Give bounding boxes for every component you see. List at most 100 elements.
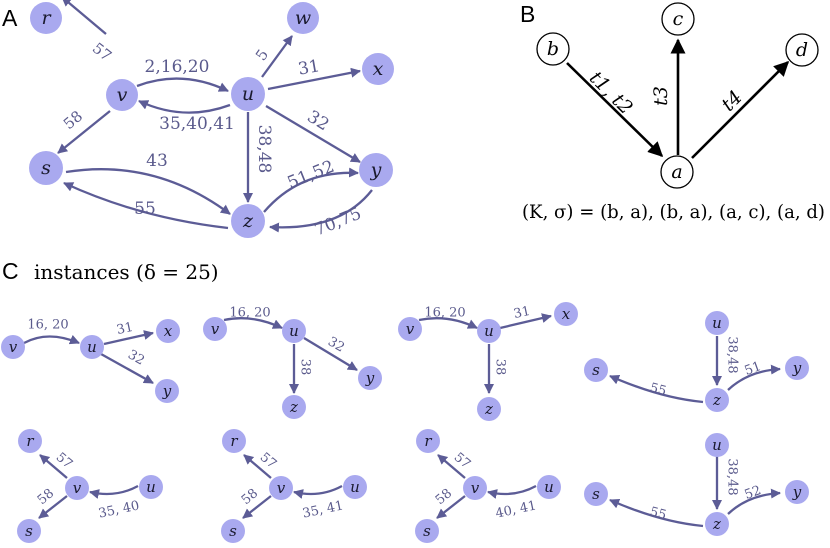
- edge-label-v-u: 2,16,20: [145, 57, 210, 77]
- edge: [223, 317, 283, 330]
- edge-label: 55: [648, 505, 668, 524]
- node: [282, 395, 306, 419]
- node-label: u: [484, 322, 494, 340]
- node-label: v: [211, 320, 220, 338]
- edge: [39, 454, 68, 479]
- edge-z-s: [63, 181, 229, 230]
- panel-a-edge-labels: 57 2,16,20 5 31 35,40,41 58 32 38,48 43 …: [60, 39, 364, 240]
- node: [785, 356, 809, 380]
- edge-label: 38: [493, 359, 508, 376]
- edge-label-u-z: 38,48: [254, 125, 274, 174]
- panel-b-nodes: b c d a: [536, 2, 819, 189]
- panel-a: A 57 2,16,20 5 31 35,40,41 58 32 38,48 4…: [2, 0, 394, 240]
- node-v: [106, 79, 138, 111]
- node-label: u: [289, 322, 299, 340]
- node-a: [660, 155, 694, 189]
- edge-label: 32: [125, 347, 147, 368]
- node: [18, 429, 42, 453]
- node-label: s: [423, 522, 431, 540]
- node-u: [231, 77, 265, 111]
- instance-3: 16, 20 31 38 v u x z: [398, 302, 578, 421]
- node: [477, 319, 501, 343]
- node-y: [359, 153, 393, 187]
- panel-c: C instances (δ = 25) 16, 20 31 32 v u x …: [1, 258, 809, 543]
- node: [65, 476, 89, 500]
- panel-a-letter: A: [2, 5, 18, 31]
- edge-label-a-d: t4: [717, 86, 747, 116]
- edge: [293, 484, 343, 499]
- edge: [487, 484, 537, 499]
- edge-u-v: [138, 99, 231, 114]
- edge: [609, 498, 704, 528]
- edge: [437, 454, 466, 479]
- node-label: u: [146, 478, 156, 496]
- instance-2: 16, 20 32 38 v u y z: [203, 306, 382, 419]
- node-label: v: [471, 479, 480, 497]
- node-label: s: [592, 361, 600, 379]
- node-c: [661, 2, 695, 36]
- panel-b-edges: [566, 38, 790, 159]
- edge-label-v-r: 57: [89, 39, 115, 65]
- node-label-b: b: [547, 38, 559, 60]
- node-label: y: [162, 382, 172, 400]
- edge-label: 38: [298, 359, 313, 376]
- edge: [418, 317, 478, 330]
- node-label: x: [164, 322, 173, 340]
- node-label: y: [792, 359, 802, 377]
- node-label: r: [26, 432, 34, 450]
- edge: [38, 495, 68, 519]
- edge-y-z: [269, 189, 373, 233]
- node: [398, 317, 422, 341]
- node-label: z: [484, 400, 493, 418]
- panel-b-letter: B: [520, 1, 535, 27]
- node-s: [29, 151, 63, 185]
- edge-s-z: [65, 168, 231, 215]
- edge-u-w: [261, 35, 293, 78]
- node-label-x: x: [373, 58, 384, 80]
- node: [415, 519, 439, 543]
- node-label: u: [87, 338, 97, 356]
- edge-label-u-v: 35,40,41: [159, 114, 235, 134]
- node: [222, 429, 246, 453]
- node-label: r: [424, 432, 432, 450]
- edge-label-b-a: t1, t2: [585, 67, 637, 119]
- edge: [436, 495, 466, 519]
- panel-b-formula: (K, σ) = (b, a), (b, a), (a, c), (a, d): [522, 201, 825, 223]
- edge-v-u: [136, 77, 229, 93]
- node: [221, 519, 245, 543]
- edge-label-z-y: 51,52: [285, 157, 338, 194]
- edge-label: 52: [743, 483, 764, 503]
- edge: [609, 374, 704, 404]
- node-label: r: [230, 432, 238, 450]
- edge-u-y: [265, 105, 361, 163]
- node: [537, 475, 561, 499]
- node-x: [362, 53, 394, 85]
- node-label-d: d: [796, 39, 808, 61]
- node: [358, 366, 382, 390]
- node-d: [785, 33, 819, 67]
- node-label: u: [712, 436, 722, 454]
- node-label: s: [592, 485, 600, 503]
- node: [705, 388, 729, 412]
- edge-label-a-c: t3: [650, 86, 672, 106]
- instance-4: 38,48 55 51 u s z y: [584, 311, 809, 412]
- node-z: [231, 204, 265, 238]
- panel-a-nodes: r v w u x s y z: [29, 2, 394, 238]
- node-r: [30, 2, 62, 34]
- edge-label: 31: [512, 304, 531, 322]
- node: [343, 475, 367, 499]
- edge-label-v-s: 58: [60, 107, 86, 133]
- edge-label: 58: [35, 486, 57, 508]
- node: [80, 335, 104, 359]
- node: [584, 482, 608, 506]
- node: [269, 476, 293, 500]
- node-label: y: [365, 369, 375, 387]
- edge-label: 38,48: [725, 458, 740, 495]
- edge-u-x: [267, 67, 361, 91]
- node: [282, 319, 306, 343]
- node-label: v: [277, 479, 286, 497]
- node-label: z: [289, 398, 298, 416]
- node: [705, 433, 729, 457]
- node: [554, 302, 578, 326]
